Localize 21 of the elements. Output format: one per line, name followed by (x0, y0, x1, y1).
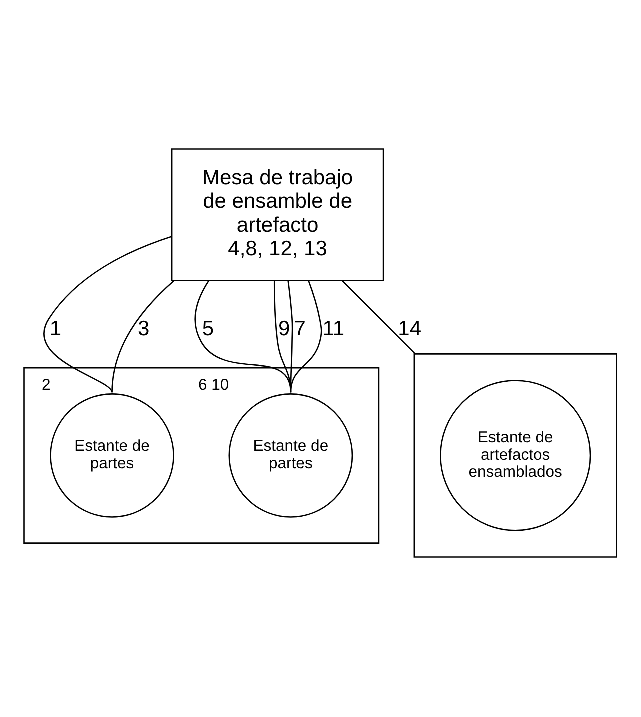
edge-label: 11 (322, 318, 345, 341)
edge-label: 7 (294, 318, 306, 341)
edge-label: 1 (50, 318, 62, 341)
cluster (414, 354, 618, 558)
node-circle: Estante de partes (50, 394, 174, 518)
connector (342, 280, 416, 355)
edge-label: 9 (278, 318, 290, 341)
connector (44, 236, 172, 393)
edge-label: 3 (138, 318, 150, 341)
connector (112, 280, 175, 393)
edge-label: 14 (398, 318, 422, 341)
connector (290, 280, 322, 393)
edge-label: 5 (202, 318, 214, 341)
node-label: 2 (42, 376, 51, 394)
connector (194, 280, 292, 393)
cluster (24, 367, 380, 544)
node-label: 6 10 (198, 376, 230, 394)
node-circle: Estante de partes (228, 394, 354, 518)
connector (274, 281, 292, 393)
node-circle: Estante de artefactos ensamblados (440, 380, 592, 532)
node-box: Mesa de trabajo de ensamble de artefacto 4,8, 12, 13 (171, 148, 384, 282)
